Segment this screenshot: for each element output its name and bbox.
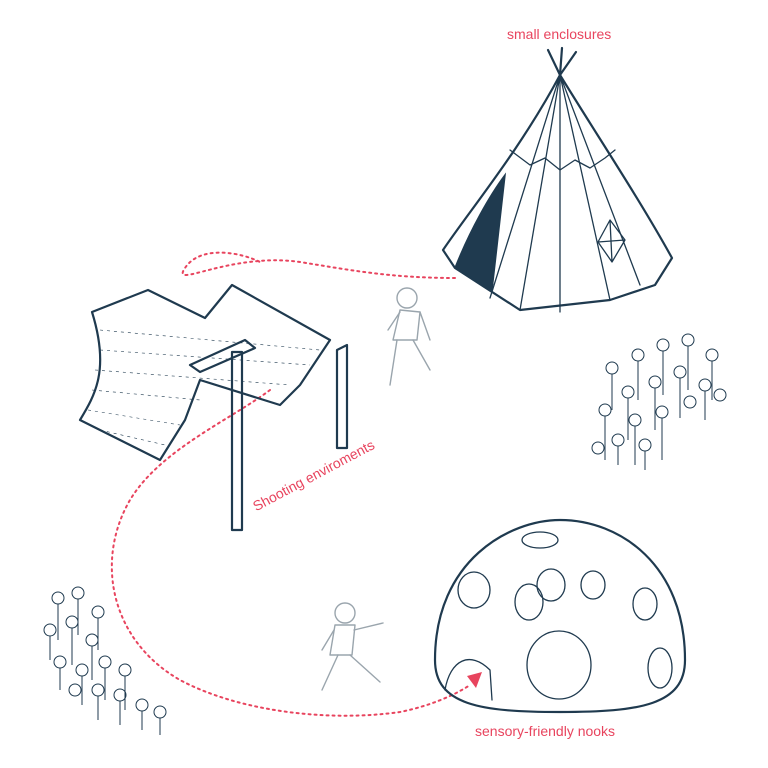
route-arrowhead (467, 672, 482, 688)
dome-icon (433, 518, 687, 714)
flower-bush-icon (43, 586, 167, 735)
child-figure-icon (387, 287, 431, 386)
label-small-enclosures: small enclosures (507, 26, 612, 42)
shade-canopy-icon (78, 283, 349, 532)
flower-bush-icon (591, 333, 727, 470)
teepee-icon (441, 46, 674, 313)
child-figure-icon (321, 602, 384, 691)
dotted-route (110, 251, 482, 717)
label-sensory-friendly-nooks: sensory-friendly nooks (475, 723, 616, 739)
